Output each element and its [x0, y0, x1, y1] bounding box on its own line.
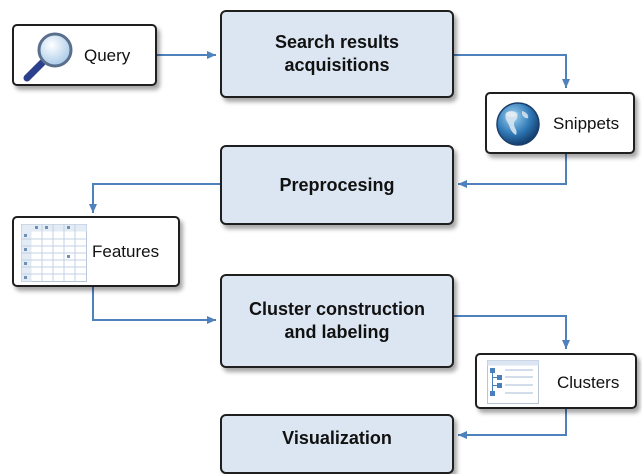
query-node: Query: [12, 24, 157, 86]
preprocessing-node: Preprocesing: [220, 145, 454, 225]
snippets-label: Snippets: [553, 114, 620, 133]
features-node: Features: [12, 216, 180, 287]
visualization-label: Visualization: [282, 428, 392, 448]
clusters-node: Clusters: [475, 353, 637, 409]
arrow-features-to-cluster: [92, 287, 216, 324]
flow-arrows: [89, 51, 570, 439]
cluster-construction-node: Cluster construction and labeling: [220, 274, 454, 368]
cluster-tree-icon: [487, 360, 539, 404]
query-label: Query: [84, 46, 131, 65]
preprocessing-label: Preprocesing: [279, 174, 395, 195]
globe-icon: [496, 102, 540, 146]
clusters-label: Clusters: [557, 373, 620, 392]
arrow-clusters-to-visualization: [458, 409, 567, 439]
cluster-label-line1: Cluster construction: [248, 299, 426, 319]
magnifier-icon: [23, 32, 73, 82]
arrow-cluster-to-clusters: [454, 315, 570, 349]
arrow-snippets-to-preprocessing: [458, 154, 567, 188]
features-label: Features: [92, 242, 160, 261]
search-label-line1: Search results: [274, 32, 400, 52]
arrow-preprocessing-to-features: [89, 183, 220, 213]
snippets-node: Snippets: [485, 92, 635, 154]
cluster-label-line2: and labeling: [284, 322, 390, 342]
feature-table-icon: [21, 224, 87, 282]
visualization-node: Visualization: [220, 414, 454, 474]
search-results-acquisitions-node: Search results acquisitions: [220, 10, 454, 98]
search-label-line2: acquisitions: [284, 55, 390, 75]
arrow-search-to-snippets: [454, 54, 570, 88]
